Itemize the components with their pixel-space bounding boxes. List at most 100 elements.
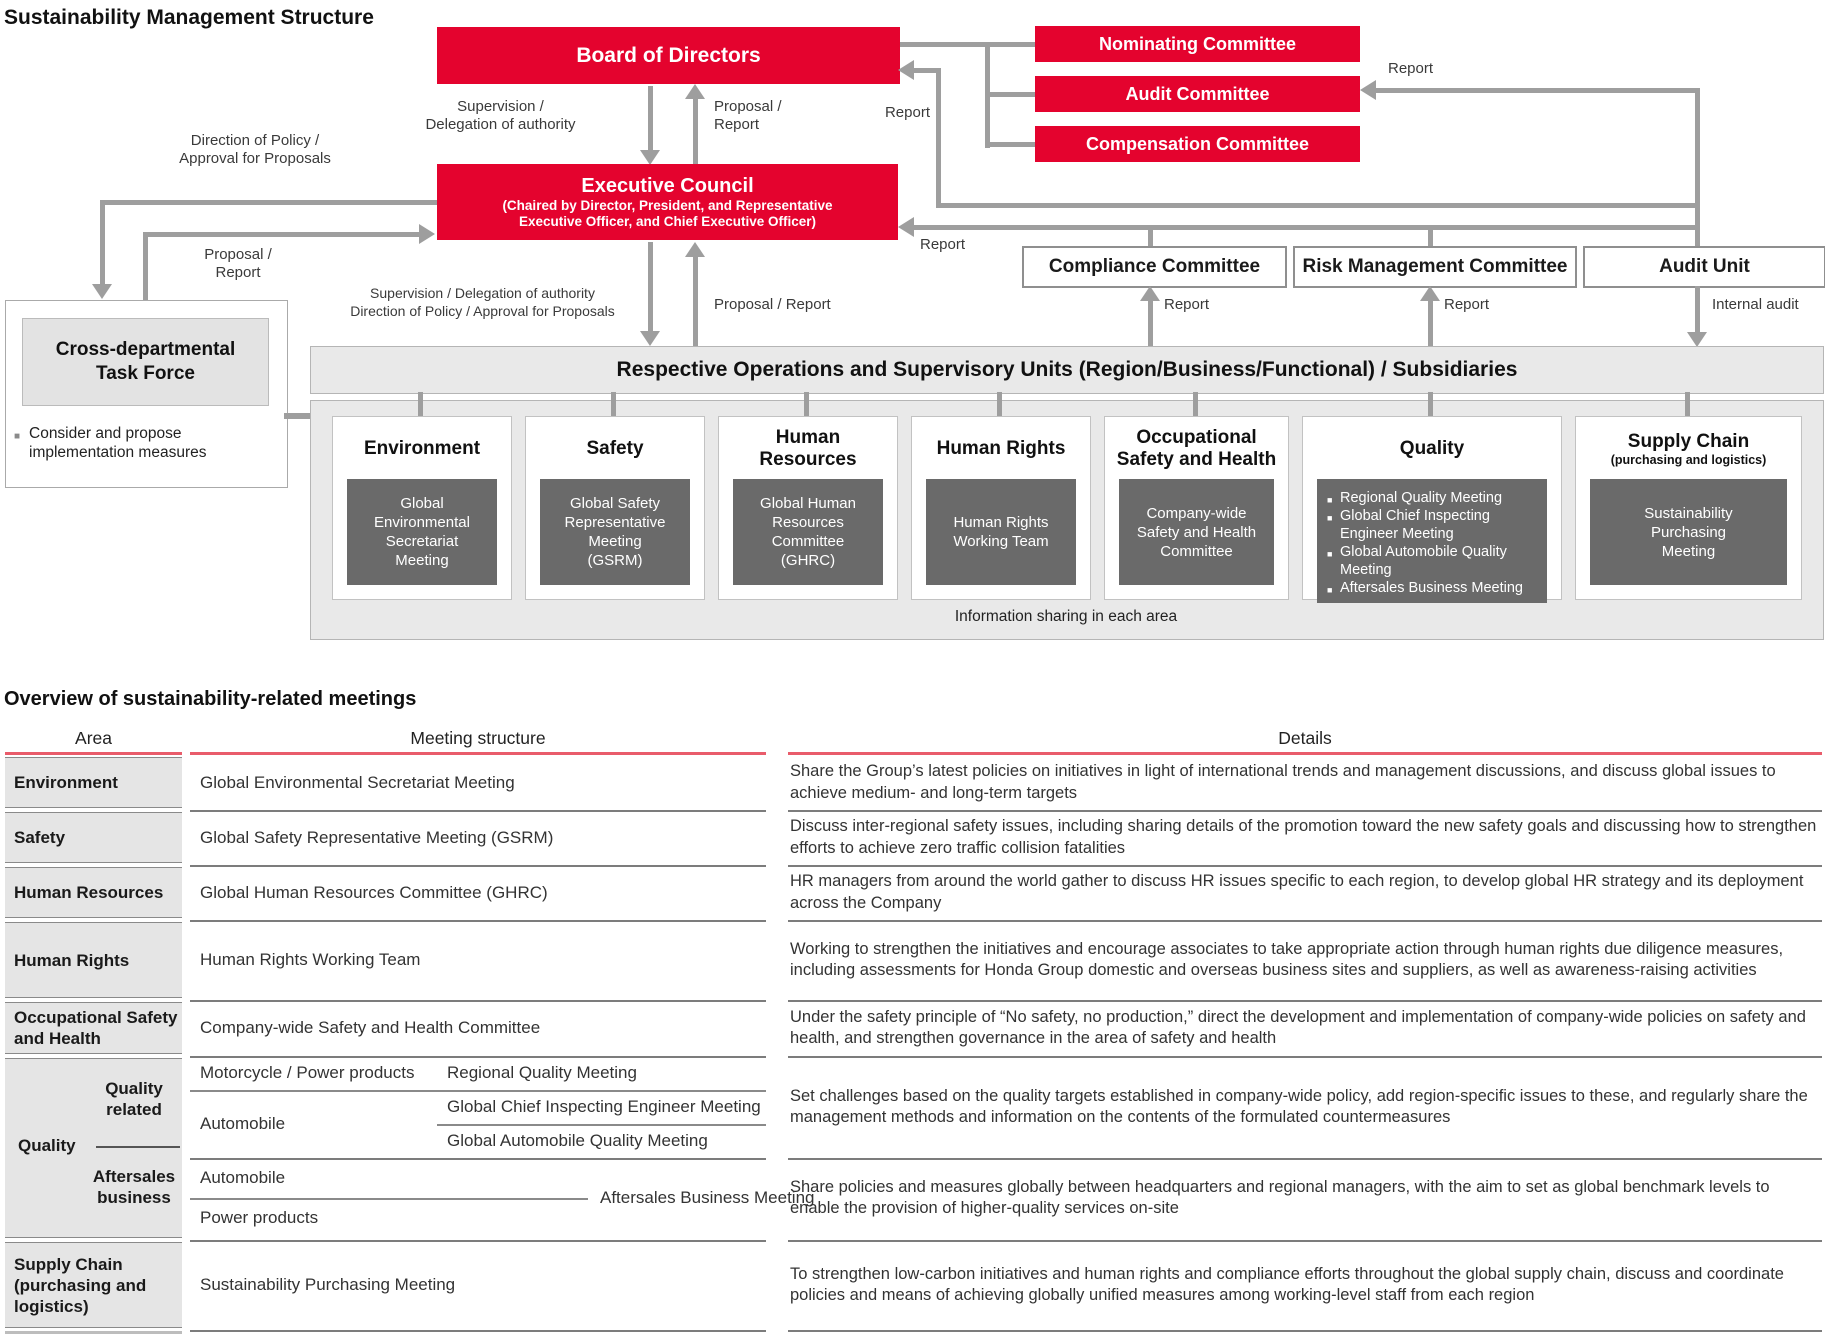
area-cell-safety: Safety (5, 812, 182, 863)
dept-occupational-safety-title: Occupational Safety and Health (1116, 427, 1277, 470)
dept-quality-title: Quality (1399, 438, 1465, 459)
connector-proposal-left (143, 232, 421, 237)
compensation-committee-box: Compensation Committee (1035, 126, 1360, 162)
row-divider (788, 1056, 1822, 1058)
row-divider (190, 1000, 766, 1002)
aftersales-segment-automobile: Automobile (200, 1168, 286, 1187)
arrowhead-internal-audit (1687, 332, 1707, 347)
connector-board-report-riser (936, 68, 941, 208)
arrowhead-into-task-force (92, 284, 112, 299)
stub-human-rights (997, 392, 1002, 418)
arrow-bar-to-executive (693, 256, 698, 346)
arrow-internal-audit (1695, 286, 1700, 333)
compliance-committee-box: Compliance Committee (1022, 246, 1287, 288)
dept-environment-body: Global Environmental Secretariat Meeting (347, 479, 497, 585)
arrowhead-into-executive-left (419, 224, 435, 244)
proposal-report-mid-label: Proposal / Report (714, 296, 831, 313)
dept-quality: Quality Regional Quality Meeting Global … (1302, 416, 1562, 603)
quality-bullet-chief-inspecting: Global Chief Inspecting Engineer Meeting (1327, 507, 1541, 543)
nominating-committee-label: Nominating Committee (1098, 33, 1296, 54)
connector-audit-report (1376, 88, 1700, 93)
connector-report-line-a (936, 203, 1700, 208)
arrowhead-bar-to-executive (685, 242, 705, 257)
row-divider (788, 1000, 1822, 1002)
dept-human-resources-body: Global Human Resources Committee (GHRC) (733, 479, 883, 585)
direction-of-policy-label: Direction of Policy / Approval for Propo… (179, 132, 331, 167)
connector-task-force-panel (284, 413, 312, 419)
report-audit-committee-label: Report (1388, 60, 1434, 77)
quality-segment-motorcycle: Motorcycle / Power products (200, 1063, 415, 1082)
details-cell-quality-related: Set challenges based on the quality targ… (790, 1086, 1808, 1127)
aftersales-connector-line (190, 1198, 588, 1200)
connector-report-line-b (914, 225, 1700, 230)
quality-area-dash (96, 1146, 180, 1148)
connector-board-committees (900, 42, 990, 47)
audit-unit-label: Audit Unit (1659, 256, 1750, 277)
area-cell-quality (5, 1058, 182, 1238)
quality-bullet-regional: Regional Quality Meeting (1327, 489, 1541, 509)
supervision-delegation-label: Supervision / Delegation of authority (425, 98, 576, 133)
task-force-note: Consider and propose implementation meas… (14, 424, 291, 462)
compensation-committee-label: Compensation Committee (1085, 133, 1310, 154)
col-header-details: Details (1278, 728, 1332, 748)
dept-occupational-safety-body: Company-wide Safety and Health Committee (1119, 479, 1274, 585)
details-cell-aftersales: Share policies and measures globally bet… (790, 1177, 1770, 1218)
dept-occupational-safety: Occupational Safety and Health Company-w… (1104, 416, 1289, 600)
quality-sub-aftersales-label: Aftersales business (92, 1167, 176, 1207)
audit-committee-box: Audit Committee (1035, 76, 1360, 112)
meeting-cell-human-rights: Human Rights Working Team (200, 950, 421, 969)
info-sharing-note: Information sharing in each area (954, 608, 1178, 625)
row-divider (788, 810, 1822, 812)
stub-environment (418, 392, 423, 418)
area-cell-supply-chain: Supply Chain (purchasing and logistics) (5, 1242, 182, 1328)
connector-audit-riser (1695, 88, 1700, 246)
quality-mid-divider (190, 1158, 766, 1160)
connector-compliance-stub (1148, 228, 1153, 246)
dept-human-resources: Human Resources Global Human Resources C… (718, 416, 898, 600)
dept-environment-title: Environment (363, 438, 481, 459)
dept-safety-title: Safety (586, 438, 644, 459)
arrow-report-compliance (1148, 299, 1153, 346)
row-divider (190, 1330, 766, 1332)
arrowhead-report-compliance (1140, 286, 1160, 301)
quality-sub-divider-right (437, 1124, 766, 1126)
stub-quality (1428, 392, 1433, 418)
row-divider (788, 920, 1822, 922)
connector-direction-policy-drop (100, 200, 105, 284)
compliance-committee-label: Compliance Committee (1048, 256, 1261, 277)
meeting-cell-occupational: Company-wide Safety and Health Committee (200, 1018, 541, 1037)
connector-stub-audit (985, 92, 1035, 97)
report-board-label: Report (884, 104, 930, 121)
arrowhead-board-to-executive (640, 150, 660, 165)
quality-sub-divider (190, 1090, 766, 1092)
board-of-directors-box: Board of Directors (437, 27, 900, 84)
quality-meeting-regional: Regional Quality Meeting (447, 1063, 637, 1082)
dept-supply-chain-subtitle: (purchasing and logistics) (1610, 453, 1767, 467)
dept-human-resources-title: Human Resources (759, 427, 857, 470)
arrow-report-risk (1428, 299, 1433, 346)
connector-board-report (914, 68, 941, 73)
details-cell-safety: Discuss inter-regional safety issues, in… (790, 817, 1817, 857)
row-divider (190, 810, 766, 812)
report-executive-label: Report (920, 236, 966, 253)
header-underline-meeting (190, 752, 766, 755)
quality-mid-divider-details (788, 1158, 1822, 1160)
report-compliance-label: Report (1164, 296, 1210, 313)
area-cell-human-resources: Human Resources (5, 867, 182, 918)
diagram-title: Sustainability Management Structure (4, 6, 374, 29)
board-of-directors-label: Board of Directors (576, 43, 761, 67)
supervision-direction-mid-label: Supervision / Delegation of authority Di… (350, 285, 615, 319)
dept-safety-body: Global Safety Representative Meeting (GS… (540, 479, 690, 585)
arrowhead-report-risk (1420, 286, 1440, 301)
quality-bullet-aftersales: Aftersales Business Meeting (1327, 579, 1541, 599)
area-cell-occupational: Occupational Safety and Health (5, 1002, 182, 1054)
arrowhead-executive-to-bar (640, 331, 660, 346)
row-divider (190, 865, 766, 867)
row-divider (190, 1240, 766, 1242)
dept-environment: Environment Global Environmental Secreta… (332, 416, 512, 600)
arrowhead-into-executive (898, 217, 914, 237)
dept-human-rights-title: Human Rights (936, 438, 1066, 459)
connector-risk-stub (1428, 228, 1433, 246)
next-area-cell-sliver (5, 1331, 182, 1334)
area-cell-environment: Environment (5, 757, 182, 808)
